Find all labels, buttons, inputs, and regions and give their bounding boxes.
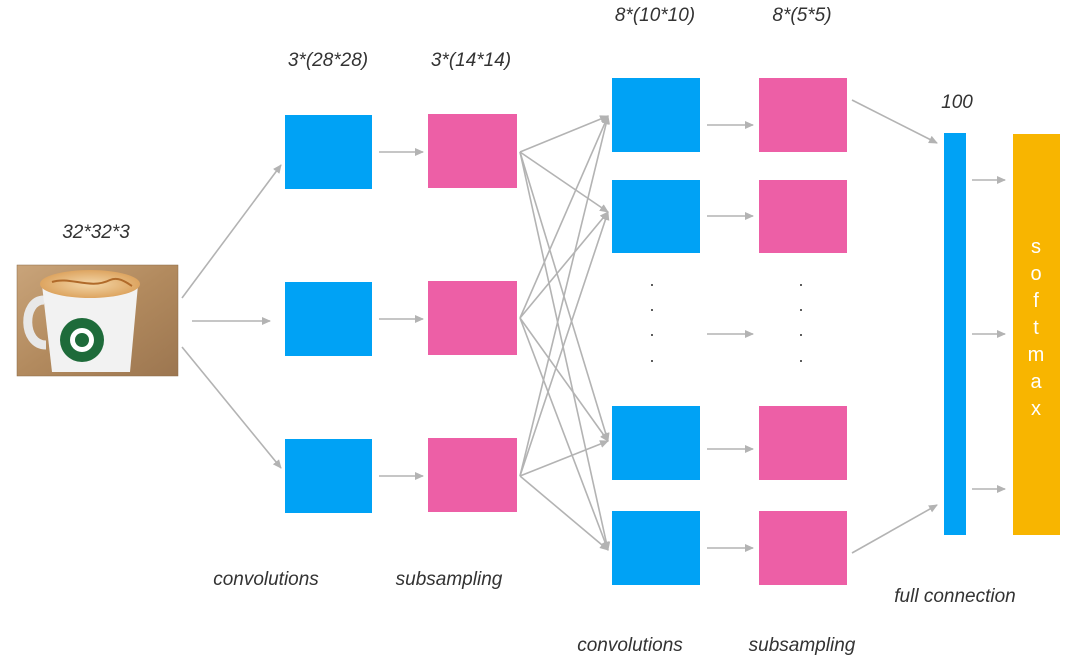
conv2-feature-map-4 <box>612 511 700 585</box>
pool2-ellipsis-dot-3: · <box>798 324 804 344</box>
pool1-caption: subsampling <box>396 569 503 590</box>
pool2-feature-map-3 <box>759 406 847 480</box>
softmax-letter-m: m <box>1028 344 1045 366</box>
conv1-caption: convolutions <box>213 569 319 590</box>
pool2-feature-map-4 <box>759 511 847 585</box>
fc-caption: full connection <box>894 586 1015 607</box>
arrow-pool1-2-to-conv2-3 <box>519 317 609 442</box>
arrow-pool2-to-fc-bottom <box>851 504 938 554</box>
conv1-feature-map-2 <box>285 282 372 356</box>
softmax-letter-f: f <box>1033 290 1039 312</box>
full-connection-layer <box>944 133 966 535</box>
input-image-coffee-cup <box>16 264 179 377</box>
conv2-ellipsis-dot-3: · <box>649 324 655 344</box>
conv2-feature-map-3 <box>612 406 700 480</box>
arrow-pool1-1-to-conv2-4 <box>519 151 611 551</box>
conv2-feature-map-2 <box>612 180 700 253</box>
pool2-ellipsis-dot-4: · <box>798 350 804 370</box>
conv2-size-label: 8*(10*10) <box>615 5 695 26</box>
arrow-pool1-3-to-conv2-1 <box>519 115 610 477</box>
arrow-pool1-1-to-conv2-1 <box>519 115 609 153</box>
arrow-pool2-to-fc-top <box>851 99 938 144</box>
conv1-size-label: 3*(28*28) <box>288 50 368 71</box>
pool2-feature-map-2 <box>759 180 847 253</box>
conv1-feature-map-1 <box>285 115 372 189</box>
connection-arrows <box>181 99 1006 554</box>
arrow-pool1-3-to-conv2-3 <box>519 440 609 477</box>
conv2-ellipsis-dot-2: · <box>649 299 655 319</box>
pool2-size-label: 8*(5*5) <box>772 5 831 26</box>
pool2-ellipsis-dot-2: · <box>798 299 804 319</box>
conv1-feature-map-3 <box>285 439 372 513</box>
input-size-label: 32*32*3 <box>62 222 130 243</box>
conv2-ellipsis-dot-1: · <box>649 274 655 294</box>
pool1-size-label: 3*(14*14) <box>431 50 511 71</box>
arrow-pool1-3-to-conv2-4 <box>519 475 609 551</box>
arrow-pool1-2-to-conv2-4 <box>519 317 609 551</box>
softmax-letter-x: x <box>1031 398 1041 420</box>
pool1-feature-map-1 <box>428 114 517 188</box>
pool1-feature-map-2 <box>428 281 517 355</box>
softmax-letter-o: o <box>1030 263 1041 285</box>
pool1-feature-map-3 <box>428 438 517 512</box>
softmax-letter-a: a <box>1030 371 1042 393</box>
arrow-input-to-conv1-3 <box>181 346 282 469</box>
arrow-pool1-1-to-conv2-2 <box>519 151 609 213</box>
fc-size-label: 100 <box>941 92 973 113</box>
pool2-caption: subsampling <box>749 635 856 656</box>
conv2-ellipsis-dot-4: · <box>649 350 655 370</box>
arrow-pool1-2-to-conv2-1 <box>519 115 609 319</box>
pool2-feature-map-1 <box>759 78 847 152</box>
conv2-feature-map-1 <box>612 78 700 152</box>
pool2-ellipsis-dot-1: · <box>798 274 804 294</box>
arrow-input-to-conv1-1 <box>181 164 282 299</box>
arrow-pool1-3-to-conv2-2 <box>519 211 610 477</box>
softmax-letter-t: t <box>1033 317 1039 339</box>
softmax-letter-s: s <box>1031 236 1041 258</box>
conv2-caption: convolutions <box>577 635 683 656</box>
softmax-label: s o f t m a x <box>1028 236 1045 420</box>
arrow-pool1-2-to-conv2-2 <box>519 211 609 319</box>
softmax-layer <box>1013 134 1060 535</box>
